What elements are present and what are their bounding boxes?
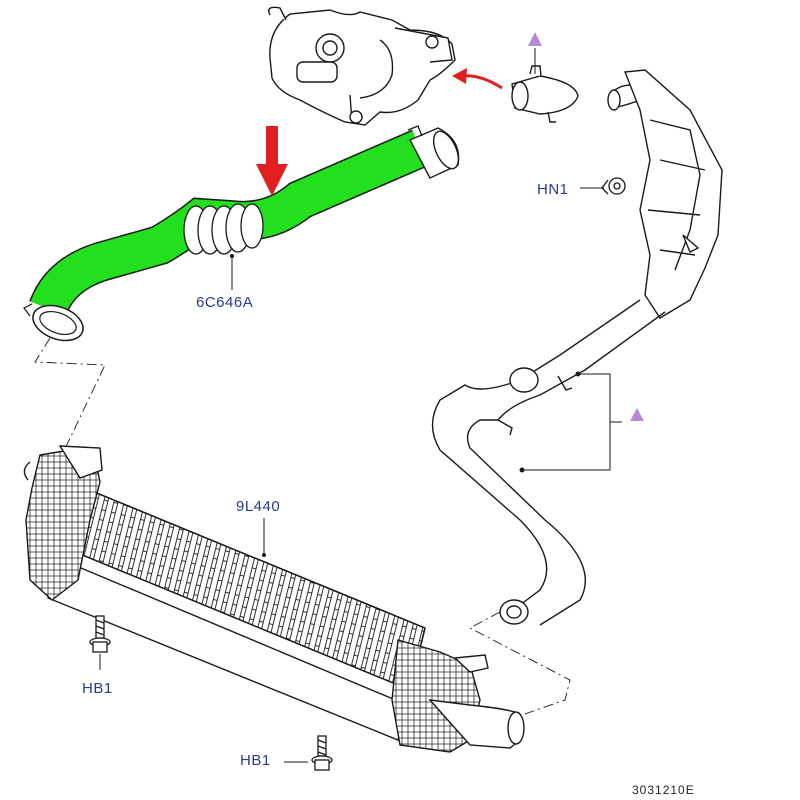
- callout-bracket: [519, 371, 622, 473]
- charge-air-bracket-pipe: [607, 69, 723, 319]
- turbocharger: [268, 6, 456, 126]
- triangle-marker-icon: [528, 32, 542, 46]
- triangle-marker-icon: [630, 408, 644, 421]
- nut-part-label: HN1: [537, 181, 569, 198]
- intercooler: [23, 445, 525, 753]
- curved-arrow-icon: [452, 68, 503, 90]
- bolt-bottom: [311, 735, 333, 771]
- bolt-left-part-label: HB1: [82, 680, 113, 697]
- highlighted-hose: [23, 125, 460, 342]
- figure-number: 3031210E: [632, 783, 695, 797]
- turbo-outlet-coupler: [511, 65, 579, 123]
- intercooler-inlet-pipe: [431, 299, 666, 626]
- intercooler-part-label: 9L440: [236, 498, 281, 515]
- bolt-left: [89, 615, 111, 653]
- bolt-bottom-part-label: HB1: [240, 752, 271, 769]
- down-arrow-icon: [256, 126, 288, 196]
- alignment-lines: [34, 337, 571, 716]
- hose-part-label: 6C646A: [196, 294, 254, 311]
- flange-nut: [601, 177, 626, 195]
